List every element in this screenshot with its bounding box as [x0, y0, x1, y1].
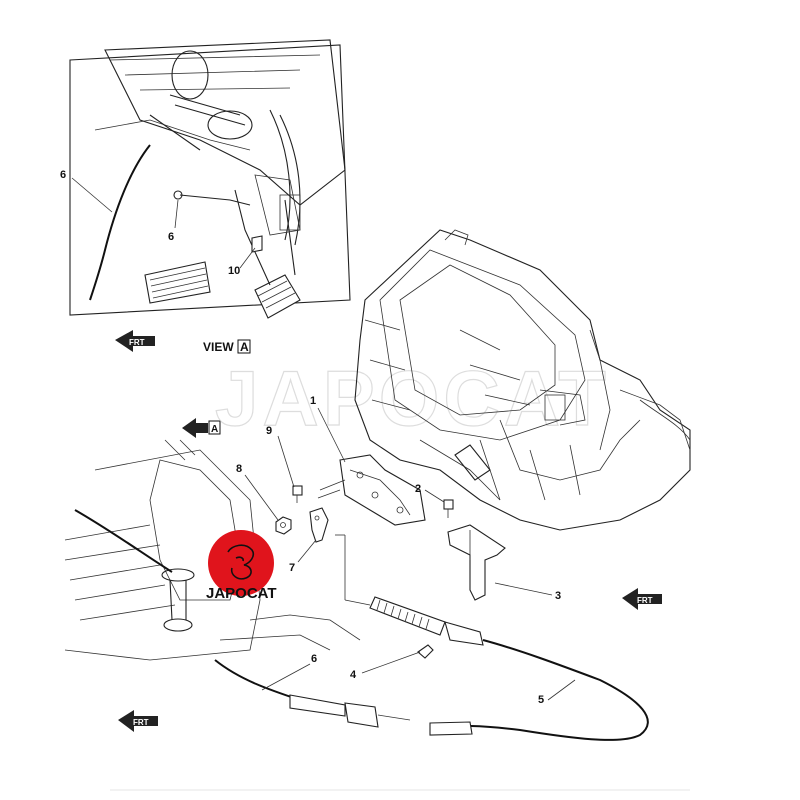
callout-4: 4: [350, 669, 357, 681]
svg-text:FRT: FRT: [133, 718, 149, 727]
callout-8: 8: [236, 463, 242, 475]
callout-7: 7: [289, 562, 295, 574]
inset-view-a: 6 6 10: [60, 39, 351, 319]
callout-6-inset-left: 6: [60, 169, 66, 181]
callout-6-inset-center: 6: [168, 231, 174, 243]
logo-red-circle: [208, 530, 274, 596]
bolt-9: [292, 485, 303, 503]
bolt-2: [443, 499, 454, 518]
callout-9: 9: [266, 425, 272, 437]
floor-console: [64, 439, 361, 661]
lever-7: [309, 507, 329, 543]
shifter-bracket-plate: [317, 454, 426, 526]
nut-8: [275, 516, 292, 535]
view-arrow-a: A: [182, 418, 221, 438]
callout-2: 2: [415, 483, 421, 495]
callout-6-main: 6: [311, 653, 317, 665]
svg-text:A: A: [211, 424, 218, 435]
watermark-text: JAPOCAT: [215, 354, 610, 442]
transmission-housing: [354, 229, 691, 531]
view-label-letter: A: [240, 340, 249, 354]
cable-bracket-3: [447, 524, 506, 601]
view-label-text: VIEW: [203, 340, 234, 354]
front-arrow-inset: FRT: [115, 330, 155, 352]
shift-cable: [214, 534, 649, 741]
view-a-label: VIEW A: [203, 339, 251, 354]
front-arrow-right: FRT: [622, 588, 662, 610]
logo-text: JAPOCAT: [206, 585, 277, 602]
japocat-logo: JAPOCAT: [206, 530, 277, 602]
retainer-clip-4: [417, 644, 434, 659]
callout-1: 1: [310, 395, 316, 407]
callout-3: 3: [555, 590, 561, 602]
callouts-main: 1 2 3 4 5 6 7 8 9: [236, 395, 576, 706]
callout-10: 10: [228, 265, 240, 277]
svg-text:FRT: FRT: [637, 596, 653, 605]
callout-5: 5: [538, 694, 544, 706]
logo-cat-icon: [227, 544, 255, 580]
front-arrow-bottom: FRT: [118, 710, 158, 732]
svg-text:FRT: FRT: [129, 338, 145, 347]
